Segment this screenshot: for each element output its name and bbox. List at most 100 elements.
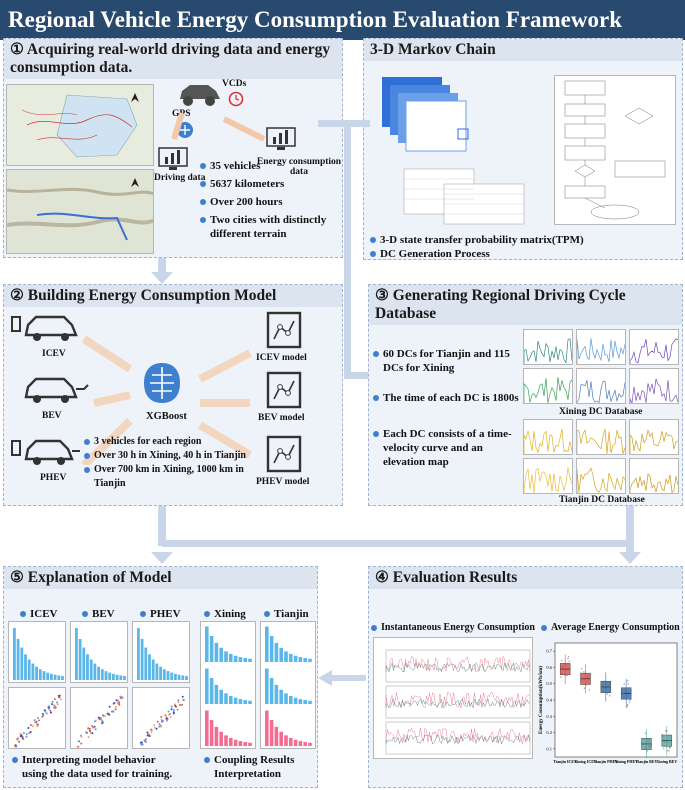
shap-dot bbox=[49, 709, 52, 712]
shap-thumbnail bbox=[132, 687, 190, 749]
box-point bbox=[561, 659, 563, 662]
s2-bullet-2: Over 30 h in Xining, 40 h in Tianjin bbox=[84, 449, 256, 463]
box-point bbox=[622, 692, 624, 695]
shap-bar bbox=[243, 658, 247, 662]
box-point bbox=[560, 673, 563, 675]
shap-bar bbox=[243, 700, 247, 704]
icev-label: ICEV bbox=[42, 349, 66, 359]
box-point bbox=[565, 664, 568, 666]
arrowhead-to-s4 bbox=[619, 552, 641, 564]
box-point bbox=[623, 688, 626, 690]
y-axis-label: Energy Consumption(kWh/km) bbox=[539, 666, 544, 734]
shap-bar bbox=[293, 697, 298, 704]
shap-dot bbox=[106, 712, 109, 715]
phev-car-icon bbox=[11, 439, 80, 465]
box-point bbox=[603, 680, 605, 682]
tianjin-db-label: Tianjin DC Database bbox=[559, 495, 645, 505]
shap-dot bbox=[22, 732, 25, 734]
shap-dot bbox=[87, 727, 90, 730]
shap-bar bbox=[308, 658, 312, 662]
section-markov-chain: 3-D Markov Chain 3-D state transfer prob… bbox=[363, 38, 683, 260]
inst-trace-xining bbox=[385, 662, 531, 673]
tianjin-map bbox=[6, 84, 154, 166]
shap-thumbnail bbox=[8, 621, 66, 683]
inst-band-frame bbox=[385, 685, 531, 719]
shap-dot bbox=[146, 734, 149, 737]
s2-bullet-3: Over 700 km in Xining, 1000 km in Tianji… bbox=[84, 463, 256, 491]
dc-thumbnail bbox=[576, 329, 626, 365]
shap-dot bbox=[48, 705, 50, 708]
box-point bbox=[608, 683, 610, 685]
dc-trace bbox=[524, 338, 572, 364]
s3-bullet-2: The time of each DC is 1800s bbox=[373, 391, 521, 405]
shap-dot bbox=[88, 729, 91, 732]
shap-bar bbox=[303, 658, 307, 662]
shap-dot bbox=[32, 725, 34, 728]
shap-bar bbox=[151, 659, 155, 680]
box-point bbox=[589, 673, 592, 676]
s3-bullet-1: 60 DCs for Tianjin and 115 DCs for Xinin… bbox=[373, 347, 521, 375]
dc-trace bbox=[577, 380, 625, 403]
section-explanation: ⑤ Explanation of Model ICEV BEV PHEV Xin… bbox=[3, 566, 318, 788]
shap-dot bbox=[156, 720, 159, 723]
shap-dot bbox=[103, 715, 106, 717]
shap-bar bbox=[289, 653, 293, 662]
shap-bar bbox=[274, 726, 279, 746]
shap-bar bbox=[214, 642, 219, 662]
col-phev: PHEV bbox=[140, 607, 181, 621]
shap-bar bbox=[20, 647, 24, 680]
box-point bbox=[587, 680, 590, 683]
shap-bar bbox=[229, 653, 233, 662]
shap-bar bbox=[284, 651, 288, 662]
shap-dot bbox=[172, 709, 175, 712]
s1-bullet-1: 35 vehicles bbox=[200, 159, 340, 173]
shap-dot bbox=[153, 724, 156, 727]
shap-dot bbox=[27, 727, 30, 729]
box-point bbox=[602, 684, 604, 686]
shap-bar bbox=[209, 678, 214, 704]
shap-bar bbox=[248, 700, 252, 704]
y-tick-label: 0.5 bbox=[546, 681, 552, 686]
shap-bar bbox=[303, 700, 307, 704]
xining-map bbox=[6, 169, 154, 254]
shap-bar bbox=[209, 636, 214, 662]
shap-bar bbox=[209, 720, 214, 746]
shap-dot bbox=[87, 736, 90, 739]
shap-bar bbox=[115, 674, 119, 680]
shap-bar bbox=[238, 741, 243, 746]
dc-trace bbox=[524, 428, 572, 454]
box-point bbox=[608, 695, 611, 697]
shap-dot bbox=[118, 703, 121, 706]
box-point bbox=[629, 699, 631, 701]
box-point bbox=[661, 733, 663, 736]
col-tianjin: Tianjin bbox=[264, 607, 309, 621]
shap-dot bbox=[161, 719, 164, 722]
shap-bar bbox=[219, 731, 223, 746]
shap-bar bbox=[274, 684, 279, 704]
shap-bar bbox=[100, 669, 104, 680]
shap-dot bbox=[14, 744, 17, 747]
shap-bar bbox=[27, 659, 31, 680]
shap-dot bbox=[94, 719, 97, 722]
box-point bbox=[580, 668, 583, 670]
shap-bar bbox=[162, 669, 166, 680]
dc-thumbnail bbox=[576, 419, 626, 455]
shap-bar bbox=[279, 731, 283, 746]
shap-bar bbox=[279, 647, 283, 662]
x-tick-label: Xining PHEV bbox=[614, 759, 638, 764]
box-point bbox=[624, 691, 626, 693]
shap-bar bbox=[35, 666, 38, 680]
box-point bbox=[648, 746, 650, 748]
section-3-heading: ③ Generating Regional Driving Cycle Data… bbox=[369, 285, 682, 325]
shap-bar bbox=[205, 710, 209, 746]
box-point bbox=[665, 729, 668, 732]
bev-model-box-icon bbox=[266, 371, 302, 409]
shap-bar bbox=[248, 658, 252, 662]
s5-bullet-2: Coupling Results Interpretation bbox=[204, 753, 314, 781]
car-icon bbox=[180, 85, 220, 106]
shap-bar bbox=[308, 742, 312, 746]
x-tick-label: Xining BEV bbox=[656, 759, 677, 764]
icev-model-label: ICEV model bbox=[256, 353, 307, 363]
section-data-acquisition: ① Acquiring real-world driving data and … bbox=[3, 38, 343, 258]
shap-bar bbox=[82, 647, 86, 680]
